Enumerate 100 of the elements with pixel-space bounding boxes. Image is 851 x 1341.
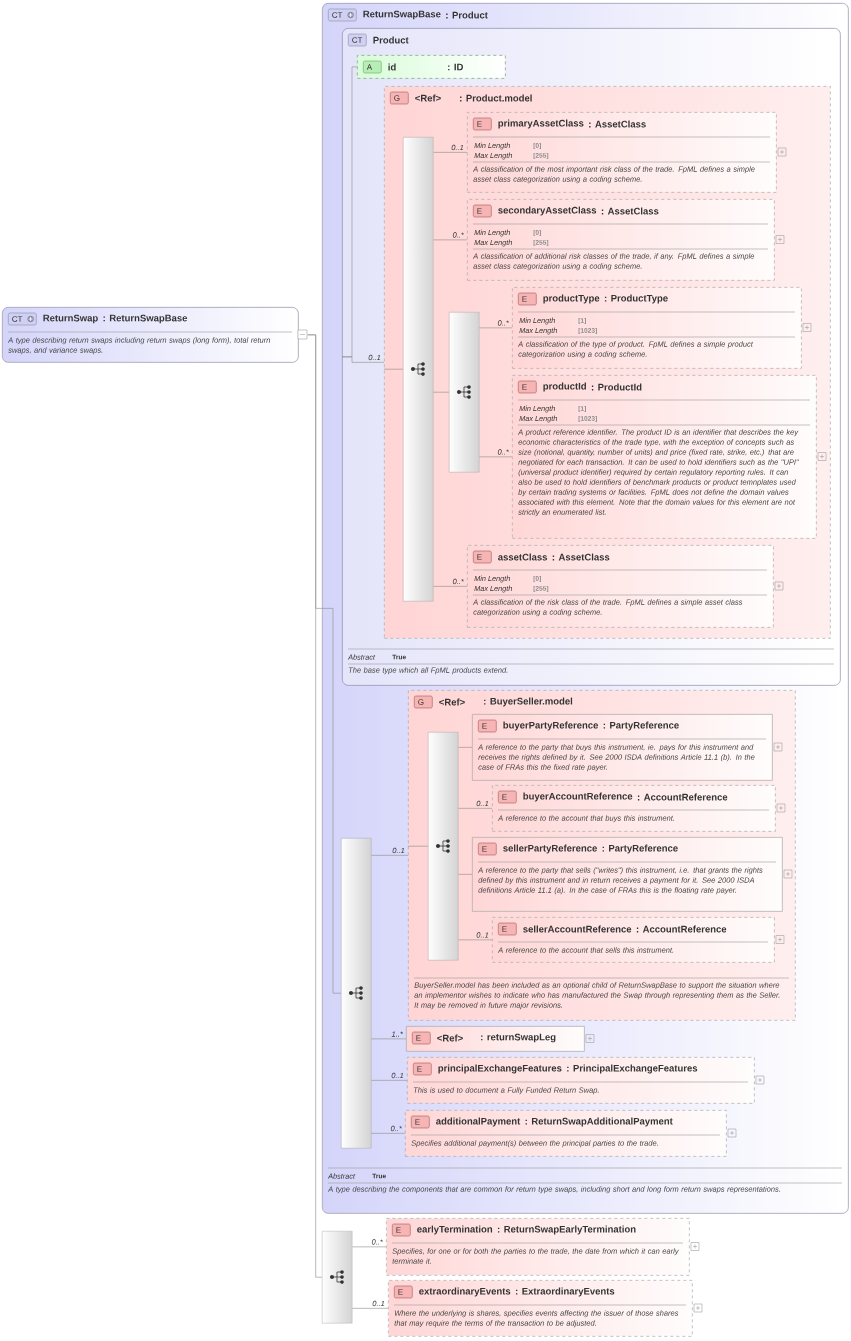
compositor-bar (449, 312, 480, 473)
connector-line (458, 874, 473, 875)
connector-line (352, 1246, 387, 1248)
element-name: primaryAssetClass (498, 119, 584, 129)
element-name: buyerPartyReference (503, 721, 599, 731)
connector-line (371, 1133, 406, 1134)
element-box (405, 1110, 727, 1157)
type-name: : PartyReference (602, 844, 678, 854)
compositor-bar (428, 732, 459, 961)
type-name: : ID (448, 63, 463, 71)
type-name: : Product.model (460, 94, 532, 102)
connector-line (321, 608, 342, 994)
element-box (512, 375, 817, 539)
type-name: : PrincipalExchangeFeatures (567, 1064, 698, 1074)
attribute-box (357, 55, 506, 79)
type-name: : PartyReference (603, 721, 679, 731)
element-box (512, 287, 802, 369)
connector-line (479, 327, 513, 329)
type-name: : AccountReference (637, 793, 728, 801)
element-box (467, 545, 774, 628)
type-name: : AssetClass (589, 120, 646, 128)
type-badge: E (394, 1285, 413, 1299)
connector-line (371, 1038, 407, 1040)
element-box (472, 714, 773, 781)
type-badge: E (518, 380, 537, 394)
connector-line (433, 152, 468, 153)
type-badge: CT (348, 33, 367, 47)
type-name: : ExtraordinaryEvents (516, 1287, 615, 1297)
element-name: sellerPartyReference (503, 844, 597, 854)
type-badge: A (363, 60, 382, 74)
compositor-bar (322, 1231, 353, 1324)
element-box (492, 917, 775, 963)
connector-line (371, 855, 409, 856)
type-name: : BuyerSeller.model (484, 697, 573, 707)
element-name: assetClass (498, 553, 548, 561)
element-name: Product (373, 36, 409, 44)
compositor-bar (403, 137, 434, 602)
type-name: : AccountReference (636, 925, 727, 933)
type-badge: E (478, 719, 497, 733)
element-name: productId (543, 382, 586, 392)
type-name: : AssetClass (601, 207, 659, 215)
element-box (386, 1218, 690, 1276)
element-box (492, 785, 776, 832)
element-name: <Ref> (439, 698, 465, 706)
connector-line (371, 1080, 408, 1081)
element-name: ReturnSwapBase (363, 10, 441, 20)
element-name: id (388, 63, 396, 71)
type-badge: E (473, 204, 492, 218)
connector-line (458, 939, 493, 941)
type-badge: E (498, 922, 517, 936)
connector-line (383, 368, 404, 370)
type-badge: E (473, 550, 492, 564)
connector-line (352, 1308, 389, 1309)
type-badge: E (413, 1062, 432, 1076)
element-box (472, 837, 783, 912)
element-name: principalExchangeFeatures (438, 1064, 562, 1074)
type-name: : ProductId (591, 383, 642, 391)
element-name: extraordinaryEvents (419, 1287, 511, 1297)
type-name: : ReturnSwapEarlyTermination (497, 1225, 636, 1235)
type-badge: G (414, 695, 433, 709)
element-name: additionalPayment (436, 1117, 521, 1127)
element-box (467, 112, 777, 193)
type-badge: CT (328, 8, 357, 22)
element-box (467, 199, 775, 281)
connector-line (433, 391, 450, 393)
connector-line (479, 456, 513, 458)
type-badge: E (518, 292, 537, 306)
element-name: productType (543, 294, 600, 304)
element-name: secondaryAssetClass (498, 206, 597, 216)
connector-line (458, 808, 493, 809)
type-badge: E (478, 842, 497, 856)
element-name: <Ref> (415, 94, 441, 102)
element-box (407, 1057, 755, 1104)
element-name: ReturnSwap (43, 314, 98, 324)
connector-line (433, 239, 468, 241)
type-badge: E (498, 790, 517, 804)
element-name: <Ref> (437, 1034, 463, 1042)
type-name: : ReturnSwapAdditionalPayment (525, 1117, 673, 1127)
element-name: earlyTermination (417, 1225, 493, 1235)
type-badge: CT (8, 312, 37, 326)
connector-line (458, 747, 473, 748)
compositor-bar (341, 838, 372, 1149)
complex-type-box (2, 307, 308, 363)
type-name: : returnSwapLeg (481, 1033, 556, 1043)
element-box (388, 1280, 693, 1337)
type-badge: E (412, 1031, 431, 1045)
connector-line (407, 845, 429, 847)
type-name: : ReturnSwapBase (103, 314, 188, 324)
connector-line (307, 334, 323, 1278)
type-name: : ProductType (604, 294, 668, 304)
type-badge: E (473, 117, 492, 131)
type-name: : Product (446, 11, 488, 19)
type-badge: G (390, 91, 409, 105)
element-name: sellerAccountReference (523, 925, 632, 933)
element-box (406, 1026, 585, 1052)
type-name: : AssetClass (552, 553, 610, 561)
connector-line (433, 586, 468, 587)
type-badge: E (392, 1223, 411, 1237)
connector-line (341, 356, 385, 363)
element-name: buyerAccountReference (523, 792, 633, 802)
